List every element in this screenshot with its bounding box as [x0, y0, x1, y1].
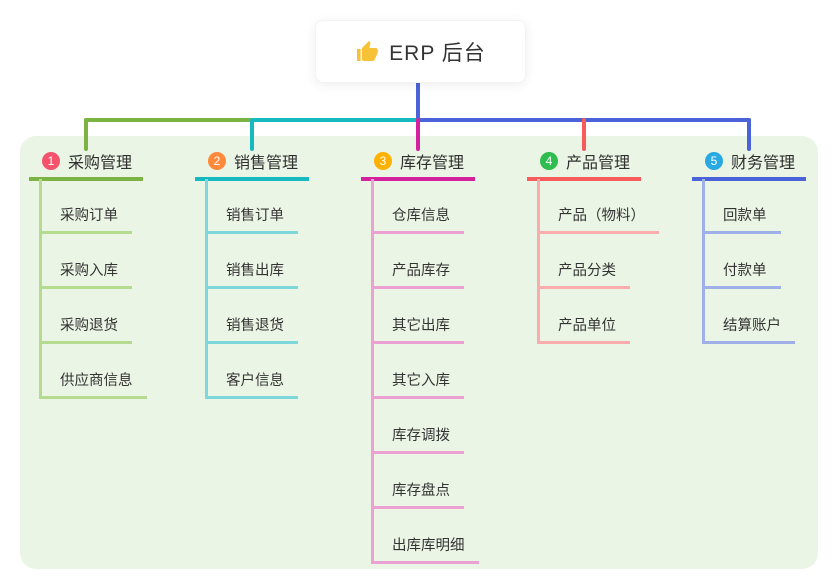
connector-drop-branch-2: [250, 118, 254, 151]
branch-badge: 3: [374, 151, 392, 170]
child-node[interactable]: 产品（物料）: [540, 179, 659, 234]
child-node[interactable]: 销售退货: [208, 289, 298, 344]
branch-children-inventory: 仓库信息产品库存其它出库其它入库库存调拨库存盘点出库库明细: [371, 179, 479, 564]
connector-horizontal-branch-1: [84, 118, 252, 122]
child-node[interactable]: 付款单: [705, 234, 781, 289]
branch-badge: 1: [42, 151, 60, 170]
trunk-line: [416, 81, 420, 122]
branch-children-purchase: 采购订单采购入库采购退货供应商信息: [39, 179, 147, 399]
child-node[interactable]: 采购订单: [42, 179, 132, 234]
child-node[interactable]: 产品库存: [374, 234, 464, 289]
branch-children-product: 产品（物料）产品分类产品单位: [537, 179, 659, 344]
child-node[interactable]: 采购退货: [42, 289, 132, 344]
child-node[interactable]: 产品分类: [540, 234, 630, 289]
child-node[interactable]: 销售出库: [208, 234, 298, 289]
child-node[interactable]: 销售订单: [208, 179, 298, 234]
branch-title: 采购管理: [68, 154, 133, 172]
branch-title: 财务管理: [731, 154, 796, 172]
connector-drop-branch-4: [582, 118, 586, 151]
child-node[interactable]: 其它出库: [374, 289, 464, 344]
branch-badge: 2: [208, 151, 226, 170]
branch-badge: 4: [540, 151, 558, 170]
child-node[interactable]: 产品单位: [540, 289, 630, 344]
child-node[interactable]: 出库库明细: [374, 509, 479, 564]
branch-children-sales: 销售订单销售出库销售退货客户信息: [205, 179, 298, 399]
branch-badge: 5: [705, 151, 723, 170]
connector-horizontal-branch-2: [252, 118, 418, 122]
branch-node-sales[interactable]: 2 销售管理: [195, 148, 309, 181]
child-node[interactable]: 采购入库: [42, 234, 132, 289]
child-node[interactable]: 供应商信息: [42, 344, 147, 399]
branch-node-inventory[interactable]: 3 库存管理: [361, 148, 475, 181]
child-node[interactable]: 其它入库: [374, 344, 464, 399]
child-node[interactable]: 库存调拨: [374, 399, 464, 454]
branch-title: 销售管理: [234, 154, 299, 172]
root-label: ERP 后台: [389, 41, 486, 65]
branches-background-panel: [20, 136, 818, 569]
child-node[interactable]: 回款单: [705, 179, 781, 234]
branch-node-purchase[interactable]: 1 采购管理: [29, 148, 143, 181]
branch-title: 库存管理: [400, 154, 465, 172]
connector-drop-branch-1: [84, 118, 88, 151]
thumbs-up-icon: [355, 40, 379, 64]
branch-node-product[interactable]: 4 产品管理: [527, 148, 641, 181]
child-node[interactable]: 结算账户: [705, 289, 795, 344]
connector-drop-branch-5: [747, 118, 751, 151]
child-node[interactable]: 客户信息: [208, 344, 298, 399]
branch-title: 产品管理: [566, 154, 631, 172]
branch-node-finance[interactable]: 5 财务管理: [692, 148, 806, 181]
child-node[interactable]: 库存盘点: [374, 454, 464, 509]
root-node-erp[interactable]: ERP 后台: [315, 20, 526, 83]
child-node[interactable]: 仓库信息: [374, 179, 464, 234]
connector-drop-branch-3: [416, 118, 420, 151]
branch-children-finance: 回款单付款单结算账户: [702, 179, 795, 344]
